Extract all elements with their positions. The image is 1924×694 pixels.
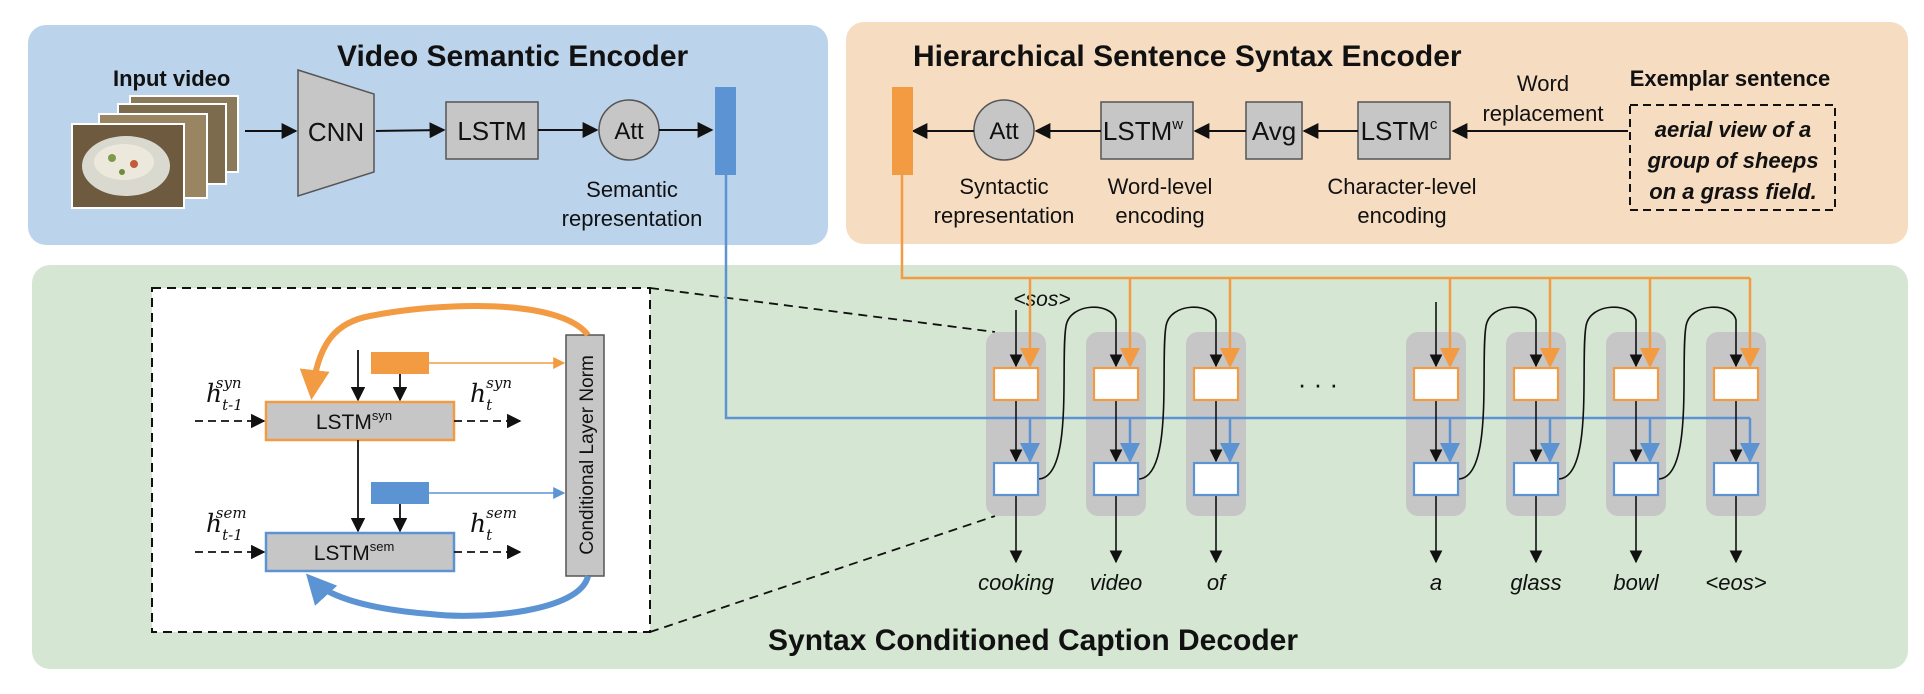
syntax-cell-of bbox=[1192, 366, 1240, 402]
syntax-cell-bowl bbox=[1612, 366, 1660, 402]
semantic-cell-eos bbox=[1712, 461, 1760, 497]
sos-token: <sos> bbox=[1013, 288, 1070, 311]
lstm-c-label: LSTMc bbox=[1361, 116, 1438, 146]
exemplar-line-2: group of sheeps bbox=[1646, 148, 1818, 173]
semantic-cell-a bbox=[1412, 461, 1460, 497]
cln-feedback-sem-arc bbox=[305, 573, 591, 619]
avg-block bbox=[1245, 101, 1303, 160]
conditional-layer-norm-block bbox=[565, 334, 605, 577]
char-level-line2: encoding bbox=[1357, 203, 1446, 228]
syntactic-label-line2: representation bbox=[934, 203, 1075, 228]
syntax-cell-video bbox=[1092, 366, 1140, 402]
avg-label: Avg bbox=[1252, 116, 1296, 146]
arrow-cnn-to-lstm bbox=[375, 122, 446, 139]
cnn-label: CNN bbox=[308, 117, 364, 147]
semantic-trunk-line bbox=[724, 175, 1750, 420]
input-arrow-of bbox=[1137, 306, 1223, 480]
lstm-w-label: LSTMw bbox=[1103, 116, 1183, 146]
semantic-feed-lines bbox=[724, 175, 1760, 463]
input-arrow-video bbox=[1037, 306, 1123, 480]
decoder-cell-boxes bbox=[992, 366, 1760, 497]
input-video-label: Input video bbox=[113, 66, 230, 91]
output-word-a: a bbox=[1430, 570, 1442, 595]
exemplar-line-3: on a grass field. bbox=[1649, 179, 1817, 204]
lstm-w-block bbox=[1100, 101, 1194, 160]
semantic-cell-glass bbox=[1512, 461, 1560, 497]
semantic-cell-of bbox=[1192, 461, 1240, 497]
decoder-step-arrows bbox=[1009, 302, 1743, 564]
exemplar-title: Exemplar sentence bbox=[1630, 66, 1831, 91]
h-sem-prev-label: ht-1sem bbox=[206, 504, 247, 544]
syntax-cell-glass bbox=[1512, 366, 1560, 402]
output-word-glass: glass bbox=[1510, 570, 1561, 595]
zoom-line-bottom bbox=[649, 515, 996, 633]
decoder-output-words: cooking video of a glass bowl <eos> bbox=[978, 570, 1767, 595]
syntax-att-label: Att bbox=[989, 118, 1019, 145]
input-arrow-eos bbox=[1657, 306, 1743, 480]
semantic-label-line2: representation bbox=[562, 206, 703, 231]
h-sem-next-label: htsem bbox=[470, 504, 517, 544]
output-word-of: of bbox=[1207, 570, 1228, 595]
syntactic-representation-bar bbox=[892, 87, 913, 175]
lstm-c-block bbox=[1357, 101, 1451, 160]
semantic-representation-bar bbox=[715, 87, 736, 175]
sem-cond-vector bbox=[371, 482, 429, 504]
decoder-title: Syntax Conditioned Caption Decoder bbox=[768, 624, 1298, 657]
semantic-label-line1: Semantic bbox=[586, 177, 678, 202]
cln-feedback-syn-arc bbox=[299, 302, 591, 400]
video-lstm-label: LSTM bbox=[457, 116, 526, 146]
word-level-line1: Word-level bbox=[1108, 174, 1213, 199]
word-replacement-line1: Word bbox=[1517, 71, 1569, 96]
video-encoder-title: Video Semantic Encoder bbox=[337, 40, 689, 73]
exemplar-line-1: aerial view of a bbox=[1655, 117, 1812, 142]
syntax-cell-cooking bbox=[992, 366, 1040, 402]
video-frames bbox=[71, 95, 239, 209]
input-arrow-glass bbox=[1457, 306, 1543, 480]
cnn-block bbox=[297, 68, 375, 198]
semantic-cell-cooking bbox=[992, 461, 1040, 497]
syntactic-feed-lines bbox=[900, 175, 1760, 368]
syntactic-label-line1: Syntactic bbox=[959, 174, 1048, 199]
output-word-eos: <eos> bbox=[1705, 570, 1766, 595]
h-syn-prev-label: ht-1syn bbox=[206, 374, 243, 414]
output-word-video: video bbox=[1090, 570, 1143, 595]
syntactic-trunk-line bbox=[900, 175, 1750, 280]
word-level-line2: encoding bbox=[1115, 203, 1204, 228]
syntax-cell-a bbox=[1412, 366, 1460, 402]
conditional-layer-norm-label: Conditional Layer Norm bbox=[577, 355, 598, 555]
output-word-cooking: cooking bbox=[978, 570, 1055, 595]
video-encoder-panel bbox=[28, 25, 828, 245]
lstm-sem-block bbox=[264, 531, 456, 573]
word-replacement-line2: replacement bbox=[1482, 101, 1603, 126]
h-syn-next-label: htsyn bbox=[470, 374, 512, 414]
video-att-label: Att bbox=[614, 118, 644, 145]
zoom-line-top bbox=[649, 287, 996, 333]
semantic-cell-bowl bbox=[1612, 461, 1660, 497]
syntax-cell-eos bbox=[1712, 366, 1760, 402]
syn-cond-vector bbox=[371, 352, 429, 374]
lstm-syn-label: LSTMsyn bbox=[316, 408, 392, 434]
char-level-line1: Character-level bbox=[1327, 174, 1476, 199]
lstm-sem-label: LSTMsem bbox=[314, 539, 395, 565]
input-arrow-bowl bbox=[1557, 306, 1643, 480]
semantic-cell-video bbox=[1092, 461, 1140, 497]
syntax-encoder-title: Hierarchical Sentence Syntax Encoder bbox=[913, 40, 1462, 73]
output-word-bowl: bowl bbox=[1613, 570, 1659, 595]
decoder-ellipsis: · · · bbox=[1298, 369, 1338, 399]
